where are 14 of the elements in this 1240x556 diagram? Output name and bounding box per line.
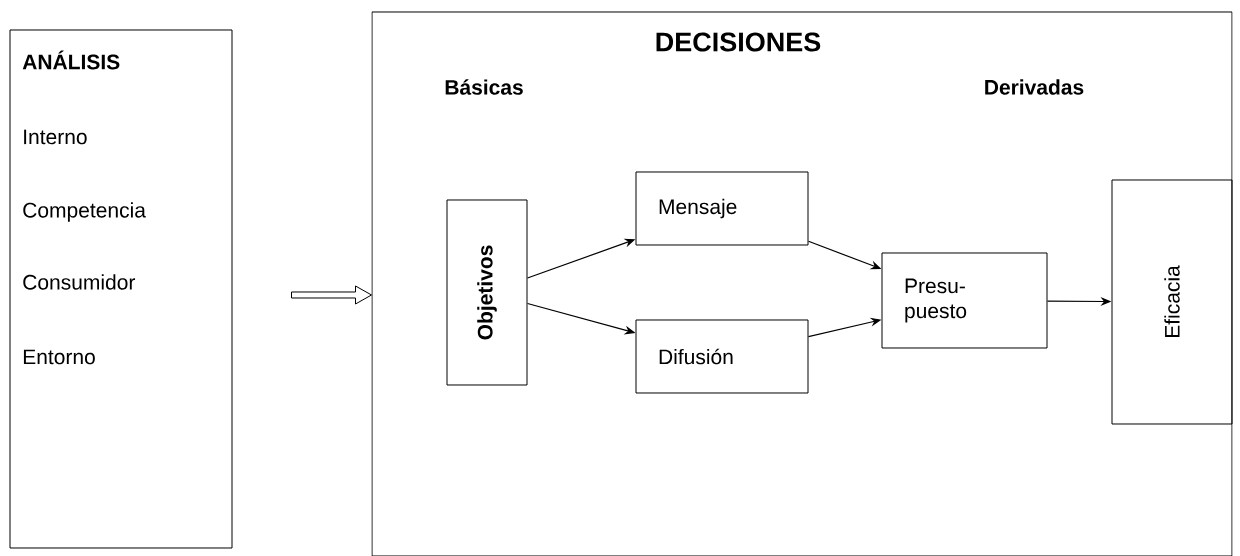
list-item: Entorno	[23, 349, 95, 365]
process-box: Mensaje	[635, 171, 809, 246]
panel-heading: ANÁLISIS	[22, 50, 120, 70]
process-box: Difusión	[635, 319, 809, 394]
hollow-arrow	[291, 285, 372, 305]
column-heading: Derivadas	[985, 79, 1084, 95]
list-item: Competencia	[23, 202, 146, 222]
list-item: Consumidor	[23, 274, 136, 290]
process-box: Eficacia	[1111, 179, 1233, 425]
panel-heading: DECISIONES	[656, 32, 821, 52]
list-item: Interno	[24, 129, 87, 145]
process-box: Presu- puesto	[881, 252, 1048, 349]
process-box: Objetivos	[446, 199, 528, 386]
column-heading: Básicas	[445, 79, 523, 95]
